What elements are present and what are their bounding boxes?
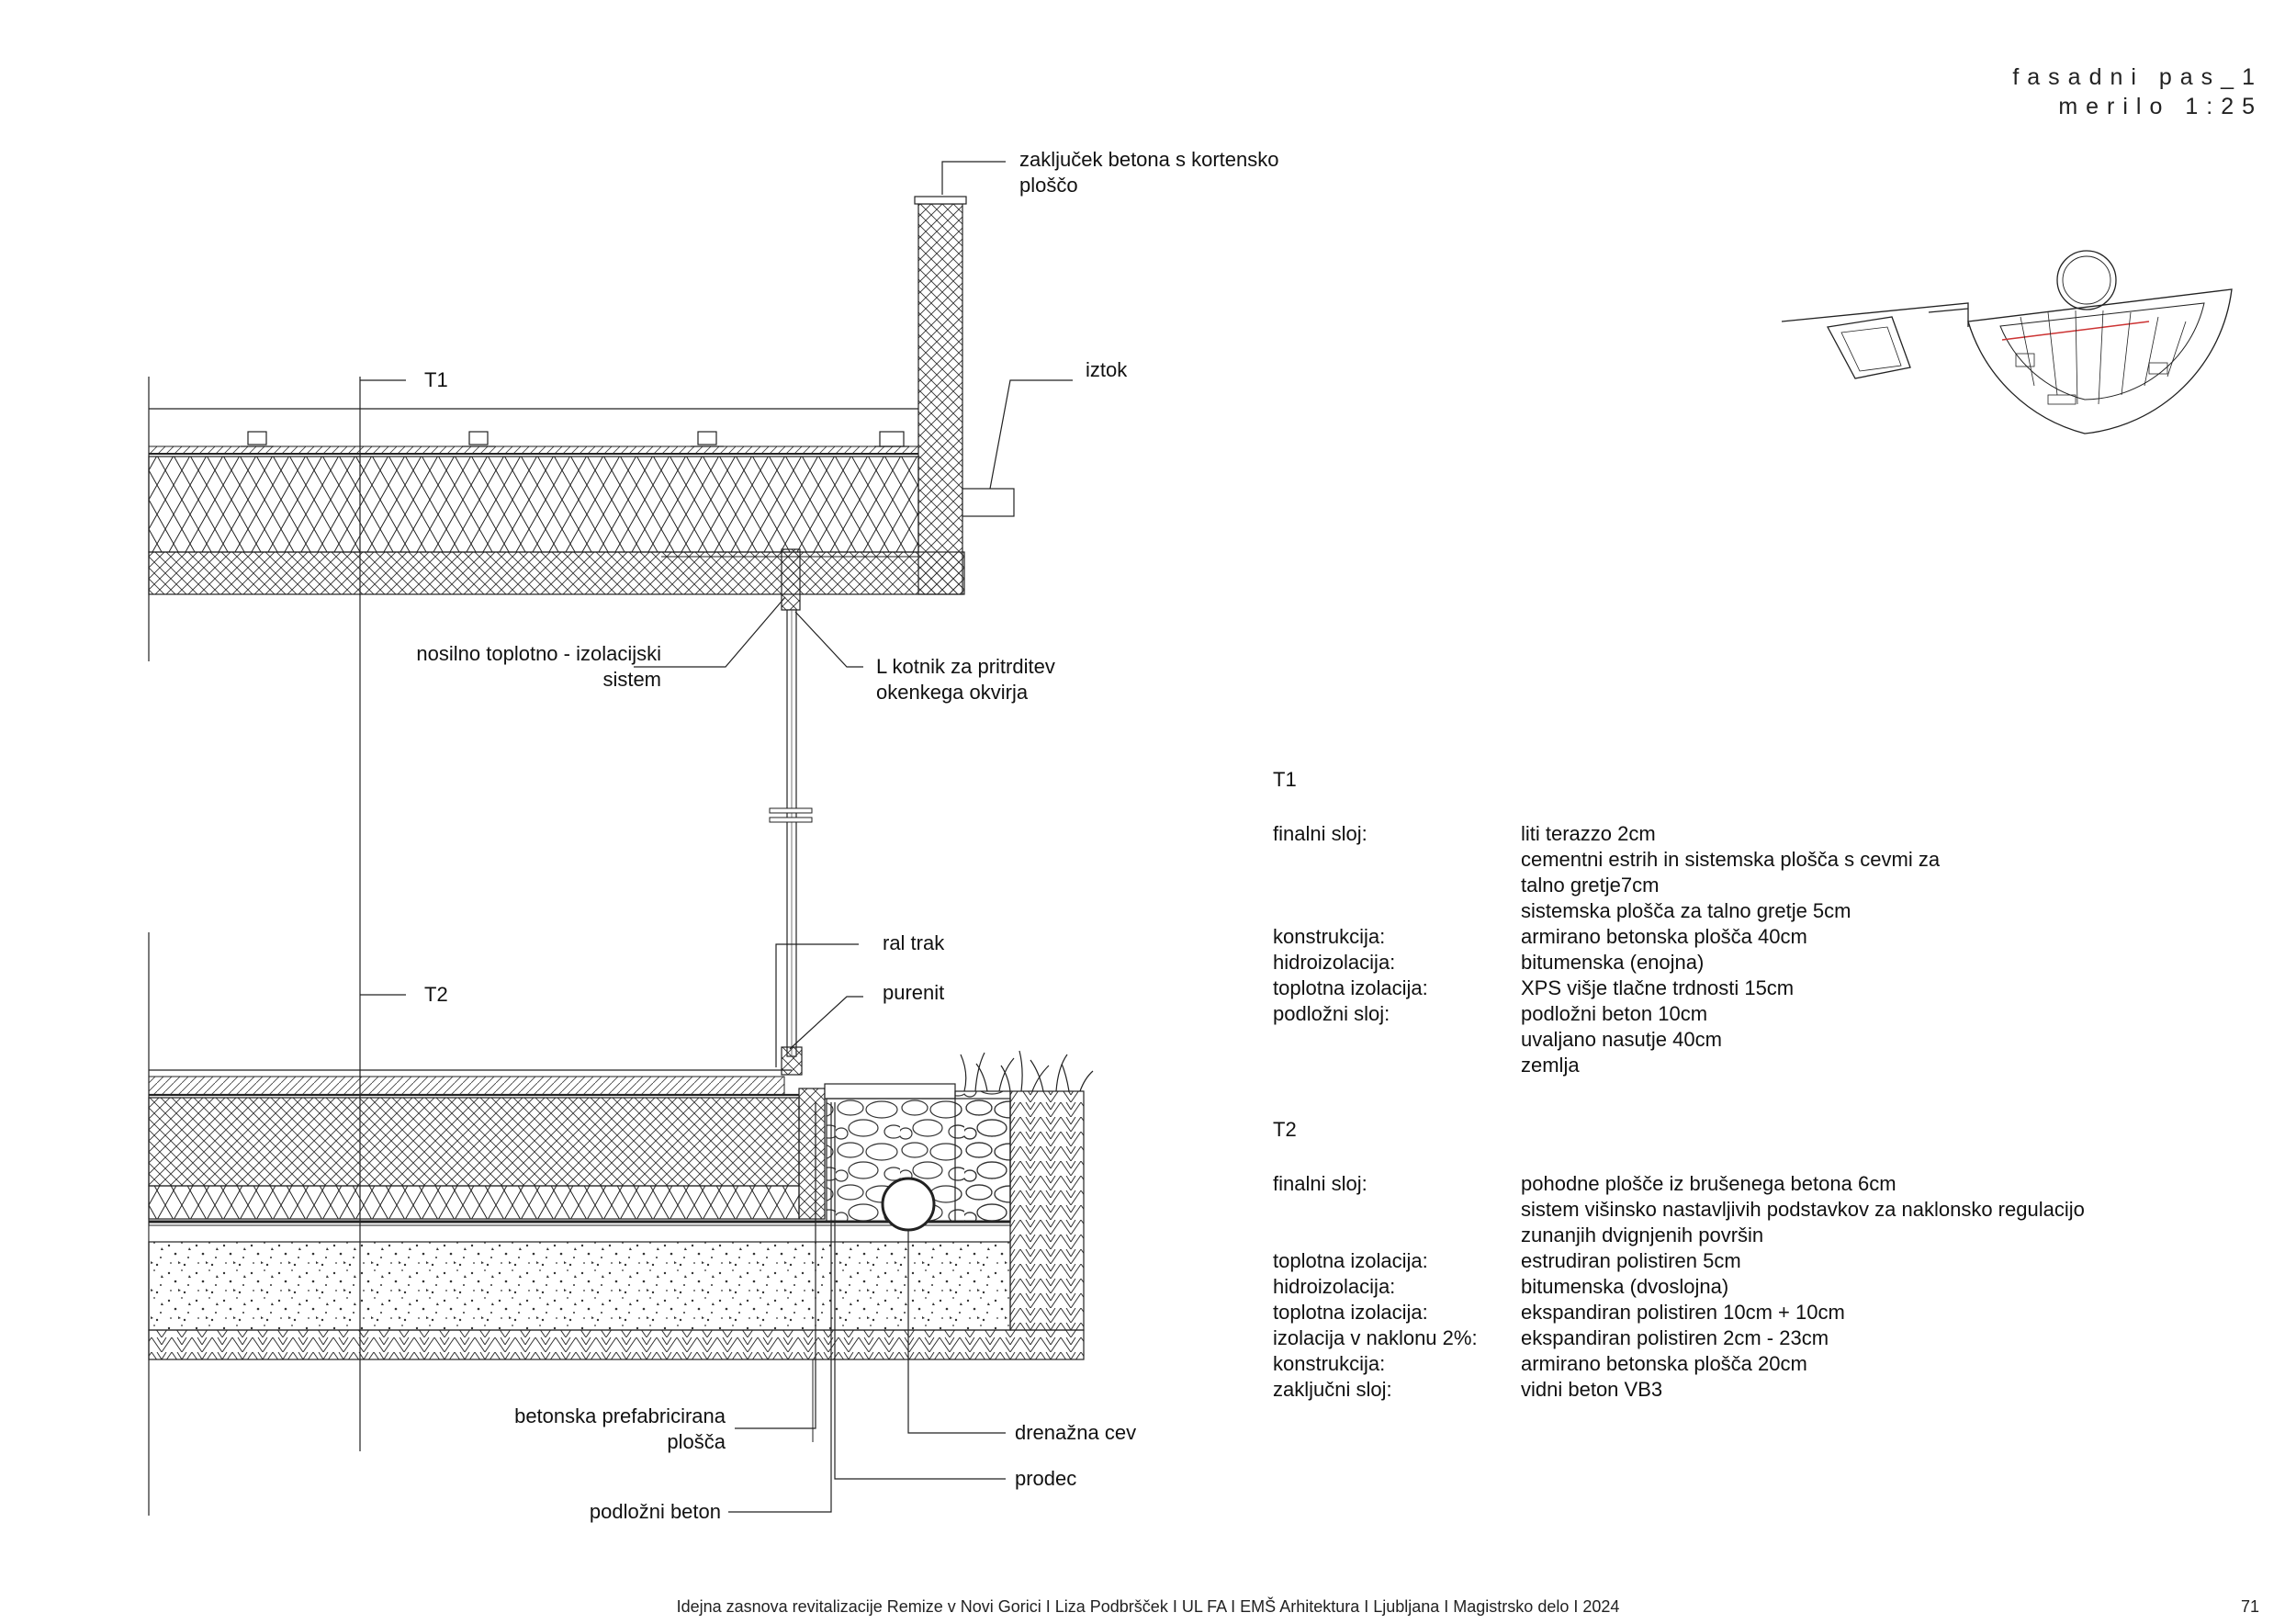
label-purenit: purenit bbox=[883, 981, 945, 1004]
label-prefab-slab: betonska prefabricirana plošča bbox=[514, 1404, 726, 1453]
spec-t1-title: T1 bbox=[1273, 768, 1297, 791]
key-plan bbox=[1781, 250, 2233, 434]
label-l-bracket: L kotnik za pritrditev okenkega okvirja bbox=[876, 655, 1055, 704]
footer-credits: Idejna zasnova revitalizacije Remize v N… bbox=[676, 1597, 1620, 1616]
label-outlet: iztok bbox=[1086, 358, 1128, 381]
page-number: 71 bbox=[2240, 1597, 2259, 1616]
label-drain-pipe: drenažna cev bbox=[1015, 1421, 1137, 1444]
label-subbase-concrete: podložni beton bbox=[589, 1500, 721, 1523]
label-t1: T1 bbox=[424, 368, 448, 391]
label-ral-tape: ral trak bbox=[883, 931, 945, 954]
label-t2: T2 bbox=[424, 983, 448, 1006]
label-support-system: nosilno toplotno - izolacijski sistem bbox=[416, 642, 661, 691]
label-gravel: prodec bbox=[1015, 1467, 1077, 1490]
label-concrete-cap: zaključek betona s kortensko ploščo bbox=[1019, 148, 1279, 197]
sheet-scale: merilo 1:25 bbox=[2058, 94, 2263, 119]
spec-t2-title: T2 bbox=[1273, 1118, 1297, 1141]
sheet-title: fasadni pas_1 bbox=[2012, 64, 2263, 90]
